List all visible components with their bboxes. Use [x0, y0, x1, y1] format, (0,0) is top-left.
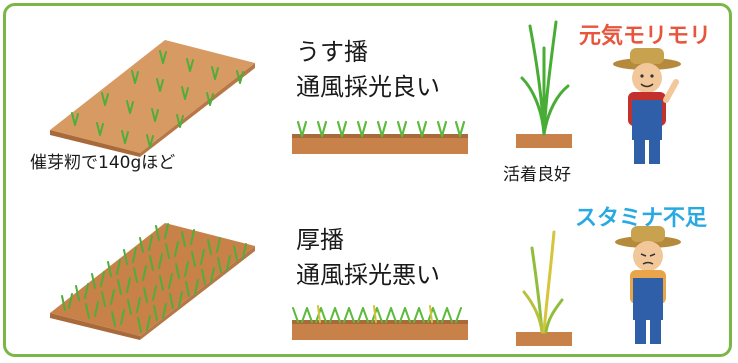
happy-farmer-icon: [613, 48, 681, 164]
bottom-method-label: 厚播: [296, 226, 344, 254]
sparse-seedlings-cross-section: [292, 120, 468, 154]
healthy-seedling-icon: [516, 20, 572, 148]
top-effect-label: 通風採光良い: [296, 73, 440, 101]
seedling-tray-dense-icon: [50, 223, 255, 340]
weak-seedling-icon: [516, 230, 572, 346]
tired-farmer-icon: [615, 226, 681, 344]
top-result-label: 活着良好: [503, 165, 571, 185]
bottom-effect-label: 通風採光悪い: [296, 261, 440, 289]
seedling-tray-sparse-icon: [50, 40, 255, 157]
tray-note: 催芽籾で140gほど: [30, 153, 176, 173]
dense-seedlings-cross-section: [292, 305, 468, 340]
top-method-label: うす播: [296, 38, 368, 66]
good-status-tag: 元気モリモリ: [579, 24, 712, 49]
